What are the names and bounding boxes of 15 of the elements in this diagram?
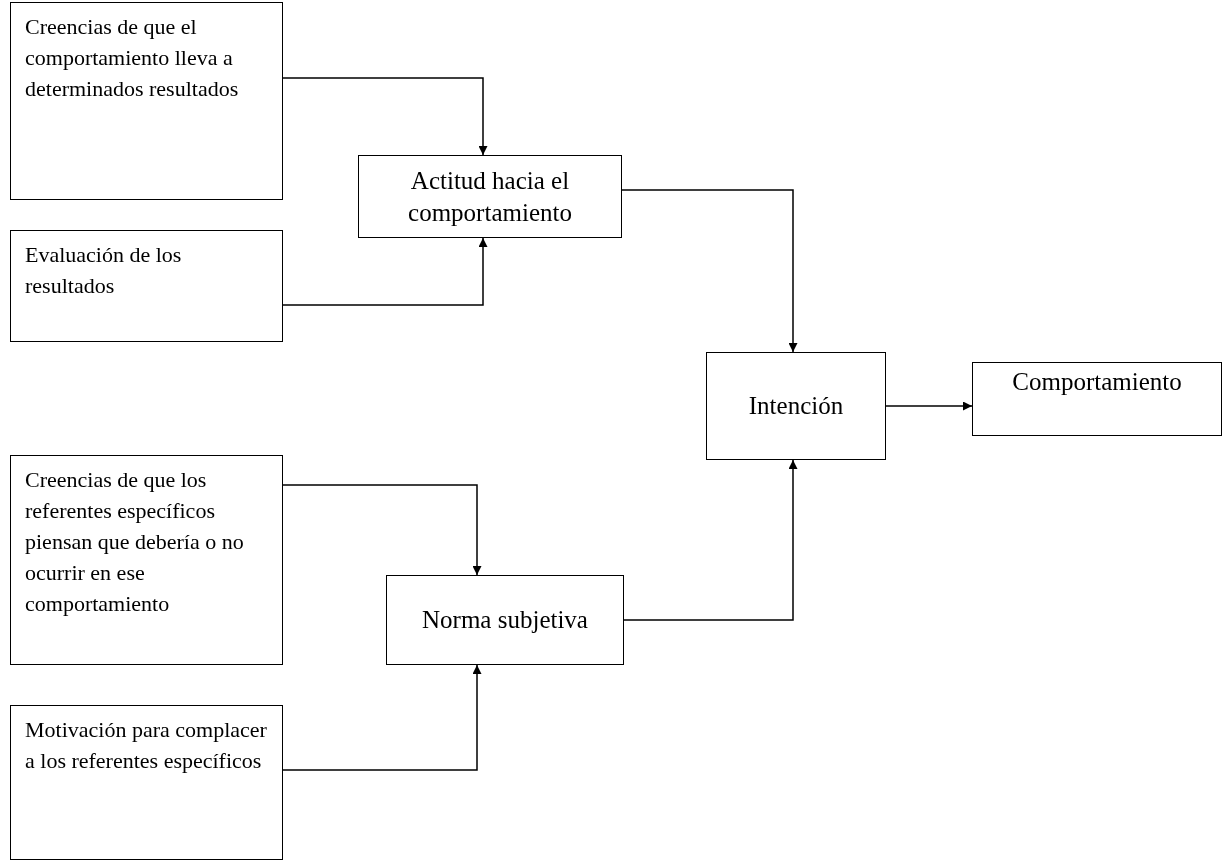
arrow (623, 459, 798, 621)
text-box: Comportamiento (972, 362, 1222, 436)
text-box: Creencias de que el comportamiento lleva a determinados resultados (10, 2, 283, 200)
arrow (282, 237, 488, 306)
arrow (282, 664, 482, 771)
text-box: Norma subjetiva (386, 575, 624, 665)
text-box: Evaluación de los resultados (10, 230, 283, 342)
text-box: Creencias de que los referentes específicos piensan que debería o no ocurrir en ese comportamiento (10, 455, 283, 665)
text-box: Motivación para complacer a los referentes específicos (10, 705, 283, 860)
arrow (282, 484, 482, 576)
arrow (621, 189, 798, 353)
arrow (282, 77, 488, 156)
arrow (885, 401, 973, 411)
text-box: Actitud hacia el comportamiento (358, 155, 622, 238)
text-box: Intención (706, 352, 886, 460)
